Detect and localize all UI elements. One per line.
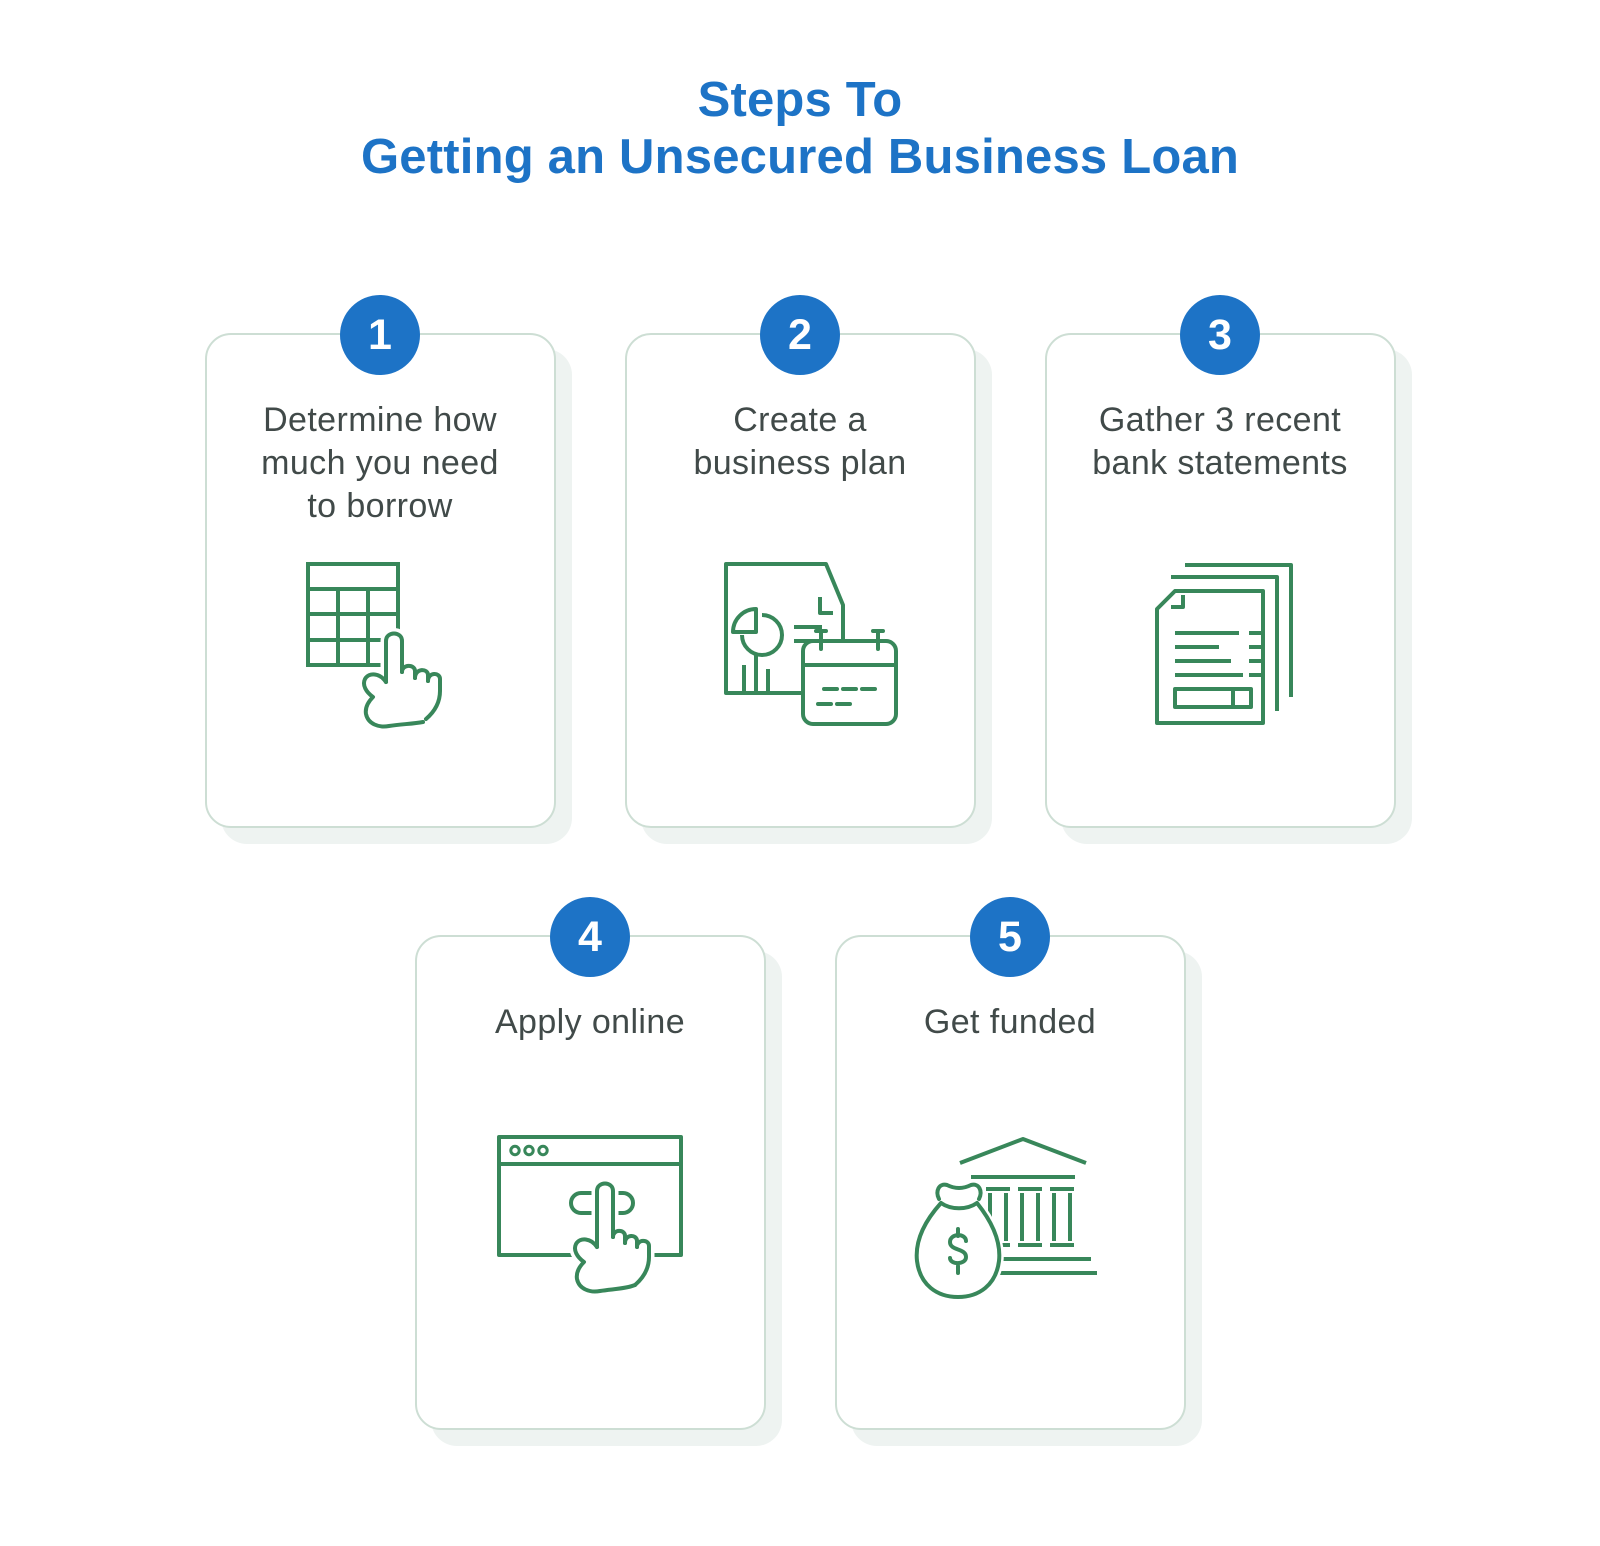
step-badge-3: 3: [1180, 295, 1260, 375]
step-label-1: Determine how much you need to borrow: [261, 401, 499, 525]
page-title: Steps To Getting an Unsecured Business L…: [0, 0, 1600, 186]
step-icon-wrap-2: [627, 561, 974, 729]
step-badge-5: 5: [970, 897, 1050, 977]
step-card-1: 1 Determine how much you need to borrow: [204, 295, 556, 828]
step-card-4: 4 Apply online: [414, 897, 766, 1430]
step-label-3: Gather 3 recent bank statements: [1092, 401, 1348, 482]
step-label-5: Get funded: [923, 1003, 1097, 1041]
money-bag-bank-icon: [912, 1137, 1097, 1302]
steps-row-1: 1 Determine how much you need to borrow: [0, 295, 1600, 828]
step-card-3: 3 Gather 3 recent bank statements: [1044, 295, 1396, 828]
step-icon-wrap-3: [1047, 561, 1394, 727]
bank-statements-icon: [1155, 563, 1293, 725]
step-badge-4: 4: [550, 897, 630, 977]
title-line-1: Steps To: [697, 73, 903, 127]
calculator-hand-icon: [306, 562, 446, 731]
step-icon-wrap-5: [837, 1133, 1184, 1308]
step-badge-2: 2: [760, 295, 840, 375]
step-label-4: Apply online: [494, 1003, 686, 1041]
step-icon-wrap-1: [207, 561, 554, 731]
apply-online-click-icon: [497, 1135, 683, 1295]
business-plan-calendar-icon: [723, 562, 898, 726]
steps-row-2: 4 Apply online: [0, 897, 1600, 1430]
step-card-5: 5 Get funded: [834, 897, 1186, 1430]
step-icon-wrap-4: [417, 1133, 764, 1295]
step-card-2: 2 Create a business plan: [624, 295, 976, 828]
title-line-2: Getting an Unsecured Business Loan: [360, 129, 1240, 184]
step-badge-1: 1: [340, 295, 420, 375]
step-label-2: Create a business plan: [693, 401, 907, 482]
